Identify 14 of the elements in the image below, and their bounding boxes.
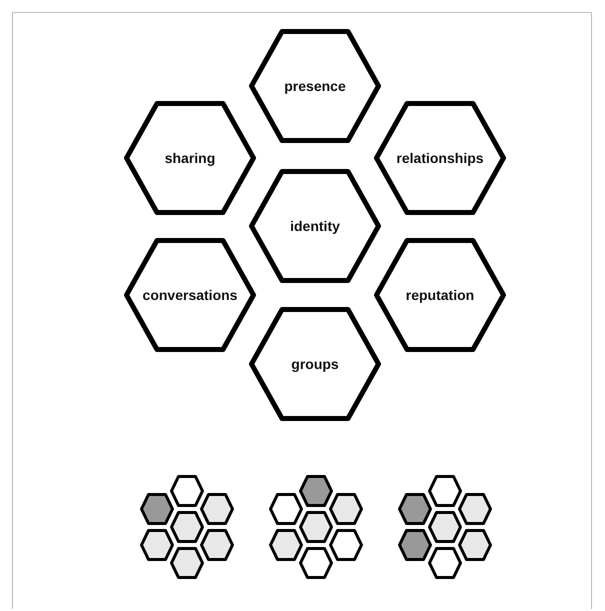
hexagon	[249, 29, 381, 143]
hexagon	[124, 101, 256, 215]
hexagon-label: presence	[284, 78, 346, 94]
hexagon	[374, 238, 506, 352]
hexagon	[249, 169, 381, 283]
hexagon-label: identity	[290, 218, 340, 234]
hexagon-label: groups	[291, 356, 339, 372]
hexagon	[374, 101, 506, 215]
hexagon-label: conversations	[142, 287, 238, 303]
hexagon-label: sharing	[164, 150, 216, 166]
hexagon-label: reputation	[406, 287, 474, 303]
hexagon-label: relationships	[396, 150, 484, 166]
hexagon	[249, 307, 381, 421]
hexagon	[124, 238, 256, 352]
